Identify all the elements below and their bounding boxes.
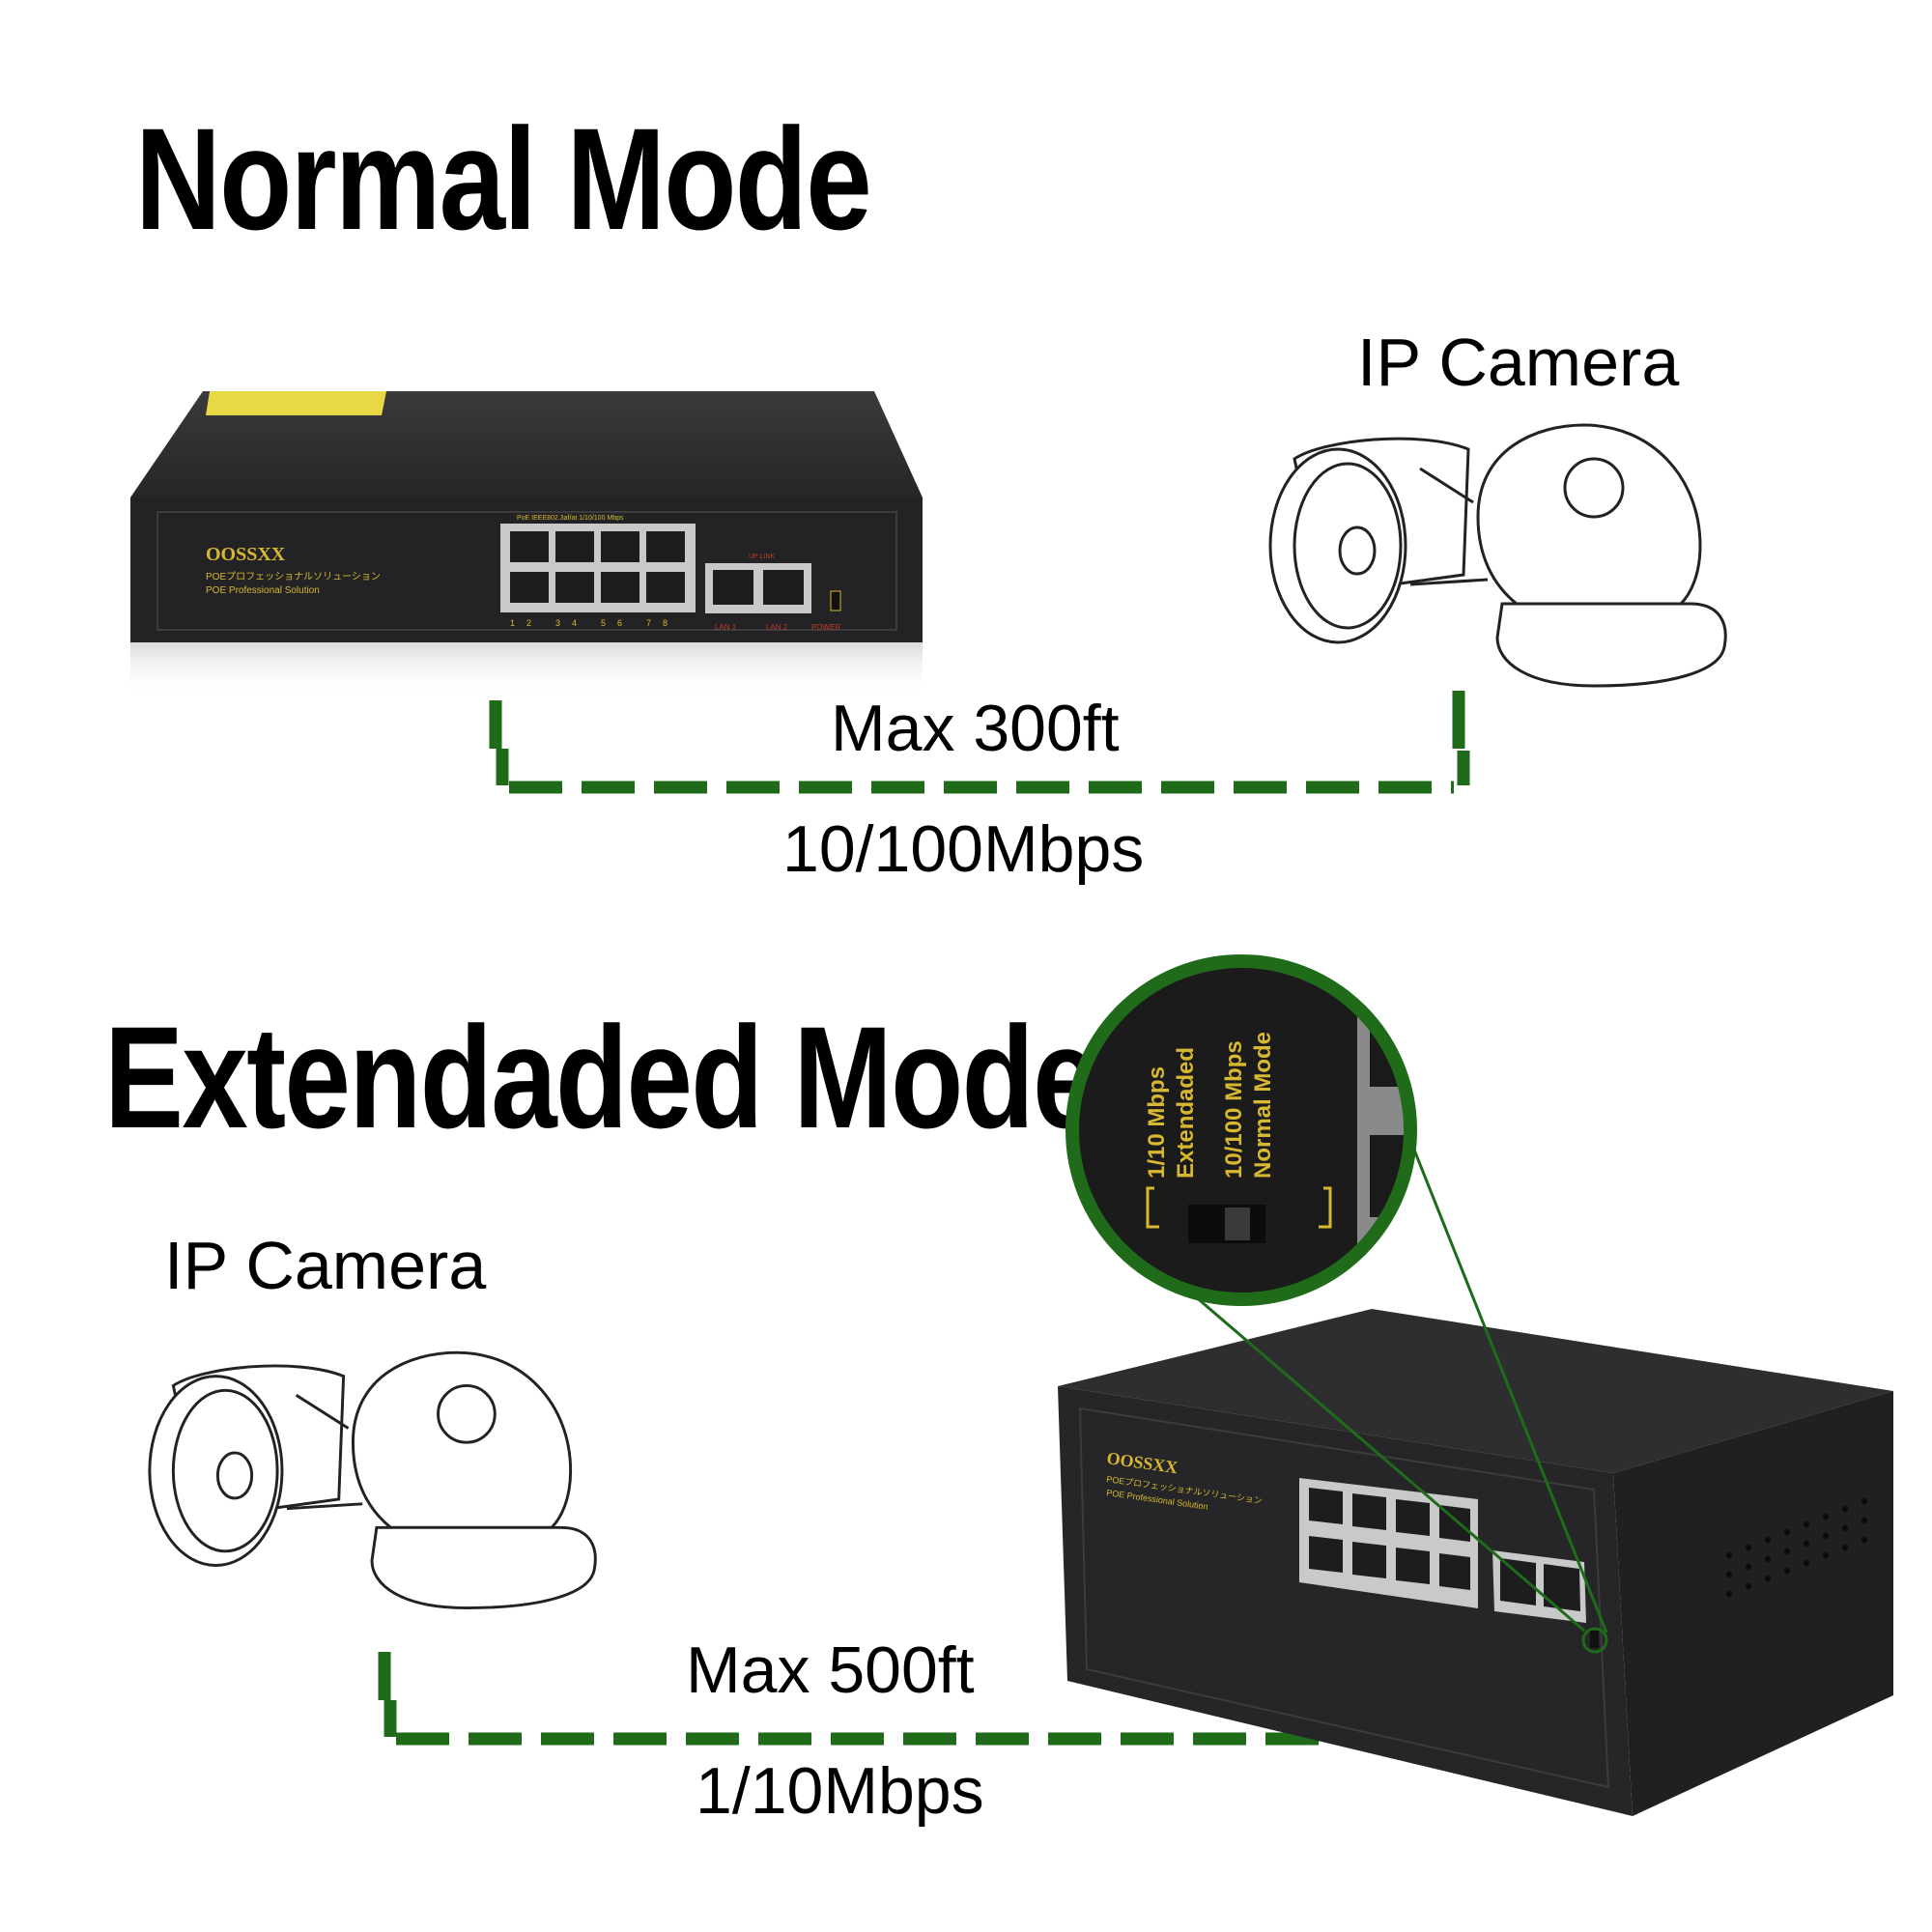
extended-mode-title: Extendaded Mode [104,996,1099,1158]
port-label: 8 [663,618,668,628]
ip-camera-label: IP Camera [1357,325,1680,400]
lan1-label: LAN 1 [715,623,737,632]
poe-switch-icon: OOSSXX POEプロフェッショナルソリューション POE Professio… [130,391,923,696]
port-label: 7 [646,618,651,628]
port-label: 4 [572,618,577,628]
ip-camera-icon [1268,423,1727,688]
subtitle-en: POE Professional Solution [206,585,320,596]
switch-label-2: Extendaded [1173,1047,1199,1179]
port-label: 6 [617,618,622,628]
distance-bracket [489,691,1470,794]
port-label: 1 [510,618,515,628]
uplink-label: UP LINK [749,554,775,560]
switch-label-4: Normal Mode [1250,1032,1276,1179]
normal-mode-title: Normal Mode [135,98,872,260]
switch-label-3: 10/100 Mbps [1221,1040,1247,1179]
port-label: 5 [601,618,606,628]
max-distance-label: Max 300ft [831,692,1120,765]
switch-label-1: 1/10 Mbps [1144,1066,1170,1179]
subtitle-jp: POEプロフェッショナルソリューション [206,571,381,582]
speed-label: 10/100Mbps [782,812,1145,886]
port-label: 2 [526,618,531,628]
speed-label: 1/10Mbps [696,1754,984,1828]
poe-switch-icon: OOSSXX POEプロフェッショナルソリューション POE Professio… [1058,1309,1893,1816]
ip-camera-label: IP Camera [164,1228,487,1303]
poe-label: PoE IEEE802.3af/at 1/10/100 Mbps [517,515,624,522]
zoom-magnifier-icon: 1/10 Mbps Extendaded 10/100 Mbps Normal … [1065,954,1417,1306]
port-label: 3 [555,618,560,628]
lan2-label: LAN 2 [766,623,788,632]
brand-label: OOSSXX [206,544,286,565]
ip-camera-icon [148,1350,597,1610]
power-label: POWER [811,623,840,632]
max-distance-label: Max 500ft [686,1634,975,1707]
